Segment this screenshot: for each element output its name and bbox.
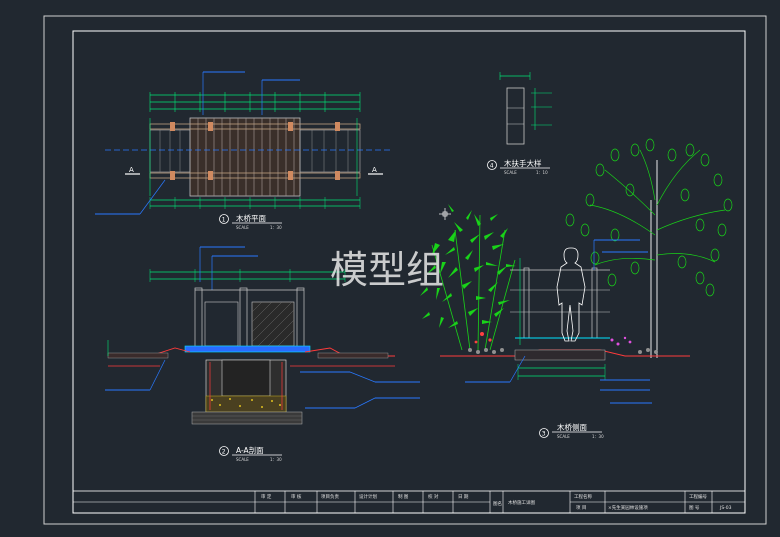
tb-cell-approve: 审 定 — [261, 493, 272, 500]
tb-page-label: 图 号 — [689, 505, 700, 511]
section-scale-label: SCALE — [236, 457, 249, 462]
handrail-callout-circle — [487, 160, 497, 170]
tb-cell-review: 审 核 — [291, 493, 302, 500]
watermark-text: 模型组 — [330, 248, 444, 292]
elevation-callout-circle — [539, 428, 549, 438]
handrail-scale: 1：10 — [536, 170, 548, 175]
plan-scale: 1：30 — [270, 225, 282, 230]
elevation-title: 木桥侧面 — [557, 422, 587, 432]
elevation-view — [420, 138, 733, 404]
section-number: 2 — [222, 449, 226, 456]
outer-sheet-border — [43, 15, 767, 525]
tb-project-label: 工程名称 — [574, 493, 592, 500]
tb-drawing-no-label: 工程编号 — [689, 493, 707, 500]
handrail-detail — [499, 72, 552, 145]
handrail-scale-label: SCALE — [504, 170, 517, 175]
plan-view: A A — [95, 71, 390, 215]
tb-page-no: JS-03 — [719, 505, 732, 511]
person-figure — [556, 247, 586, 342]
tb-cell-draft: 制 图 — [398, 493, 409, 500]
tb-project-row-label: 项 目 — [576, 505, 586, 511]
tb-cell-project-lead: 项目负责 — [321, 493, 339, 500]
handrail-title: 木扶手大样 — [504, 158, 542, 168]
section-title: A-A剖面 — [236, 445, 264, 455]
elevation-scale: 1：30 — [592, 434, 604, 439]
title-block: 审 定 审 核 项目负责 设计计划 制 图 校 对 日 期 图名 木桥施工详图 … — [72, 490, 746, 514]
tb-cell-design: 设计计划 — [359, 493, 377, 500]
elevation-number: 3 — [542, 431, 546, 438]
tb-cell-date: 日 期 — [458, 494, 469, 500]
section-view — [105, 246, 420, 425]
section-mark-left: A — [129, 166, 134, 174]
tb-project-name: ×先生某园林设施项 — [608, 504, 648, 511]
plan-title: 木桥平面 — [236, 213, 266, 223]
section-callout-circle — [219, 446, 229, 456]
plan-callout-circle — [219, 214, 229, 224]
tb-sheet-name: 木桥施工详图 — [508, 499, 535, 506]
plan-number: 1 — [222, 217, 226, 224]
section-scale: 1：30 — [270, 457, 282, 462]
elevation-scale-label: SCALE — [557, 434, 570, 439]
section-mark-right: A — [372, 166, 377, 174]
tb-cell-check: 校 对 — [428, 493, 439, 500]
crosshair-cursor-icon — [439, 208, 451, 220]
handrail-number: 4 — [490, 163, 494, 170]
plan-scale-label: SCALE — [236, 225, 249, 230]
tb-sheet-label: 图名 — [493, 500, 502, 507]
